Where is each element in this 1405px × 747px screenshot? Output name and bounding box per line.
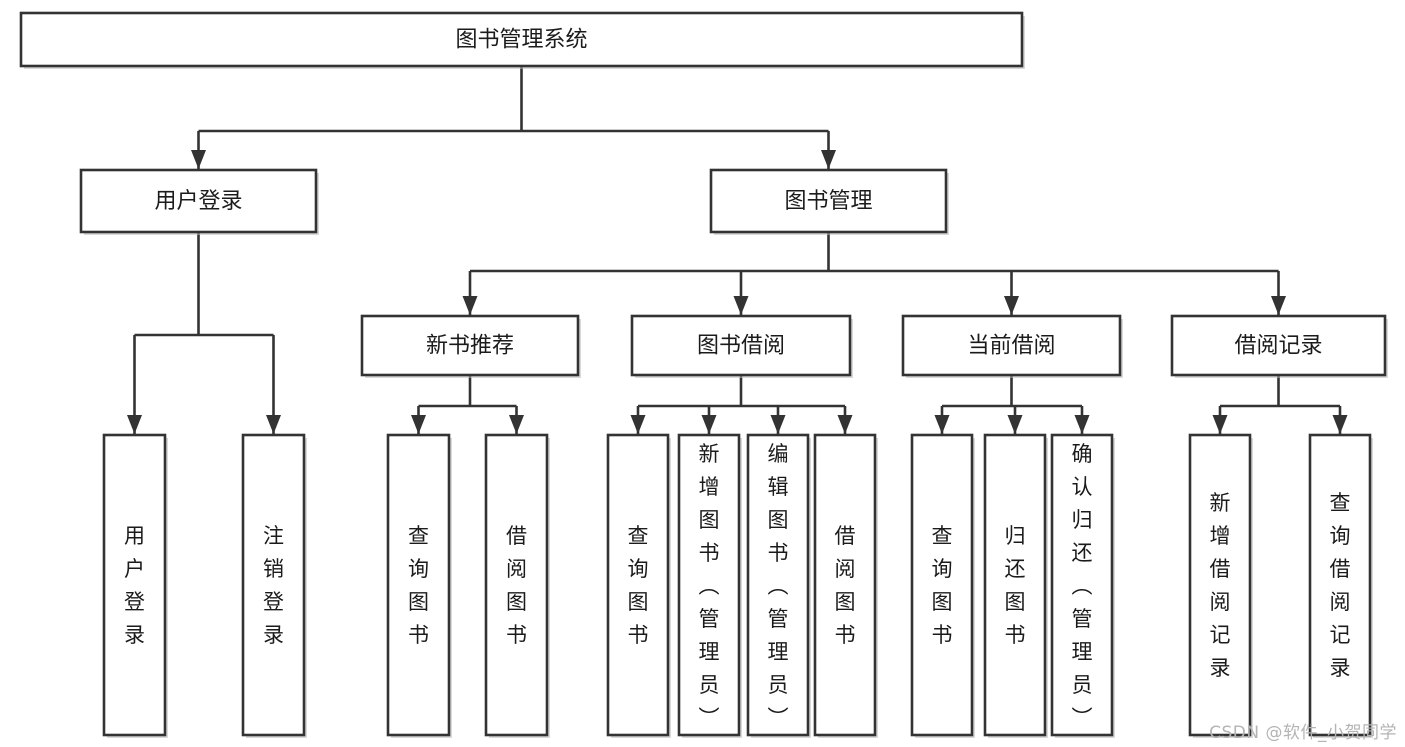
- node-box[interactable]: [709, 168, 948, 234]
- node-l5[interactable]: 查询图书: [606, 433, 671, 738]
- node-box[interactable]: [1050, 433, 1114, 737]
- node-l11[interactable]: 确认归还︵管理员︶: [1050, 433, 1115, 738]
- arrow-head: [1074, 415, 1090, 434]
- arrow-head: [509, 415, 524, 434]
- node-label: 查询借阅记录: [1330, 491, 1351, 680]
- connector-layer: [127, 66, 1348, 434]
- arrow-head: [733, 296, 749, 315]
- node-label: 当前借阅: [967, 334, 1055, 359]
- node-label: 图书管理: [784, 189, 872, 214]
- node-box[interactable]: [746, 433, 810, 737]
- arrow-head: [1212, 415, 1228, 434]
- node-box[interactable]: [630, 314, 852, 377]
- arrow-head: [770, 415, 786, 434]
- node-label: 借阅记录: [1234, 334, 1322, 359]
- node-l6[interactable]: 新增图书︵管理员︶: [677, 433, 742, 738]
- csdn-watermark: CSDN @软件_小贺同学: [1209, 723, 1397, 743]
- arrow-head: [1271, 296, 1286, 315]
- arrow-head: [837, 415, 853, 434]
- node-newbook[interactable]: 新书推荐: [360, 314, 581, 378]
- node-record[interactable]: 借阅记录: [1170, 314, 1388, 378]
- arrow-head: [1332, 415, 1348, 434]
- node-label: 归还图书: [1005, 524, 1026, 647]
- arrow-head: [266, 415, 281, 434]
- node-box[interactable]: [983, 433, 1047, 737]
- node-label: 图书借阅: [697, 334, 785, 359]
- node-box[interactable]: [79, 168, 318, 234]
- arrow-head: [701, 415, 717, 434]
- node-label: 新书推荐: [426, 334, 514, 359]
- node-l8[interactable]: 借阅图书: [813, 433, 878, 738]
- node-box[interactable]: [19, 11, 1024, 68]
- node-label: 图书管理系统: [455, 28, 587, 53]
- node-label: 借阅图书: [506, 524, 527, 647]
- node-label: 编辑图书︵管理员︶: [768, 442, 789, 730]
- arrow-head: [1007, 415, 1023, 434]
- node-box[interactable]: [102, 433, 167, 737]
- arrow-head: [191, 150, 206, 169]
- node-box[interactable]: [1308, 433, 1372, 737]
- node-l12[interactable]: 新增借阅记录: [1188, 433, 1253, 738]
- node-l13[interactable]: 查询借阅记录: [1308, 433, 1373, 738]
- node-login[interactable]: 用户登录: [79, 168, 319, 235]
- node-l4[interactable]: 借阅图书: [484, 433, 550, 738]
- node-borrow[interactable]: 图书借阅: [630, 314, 853, 378]
- node-box[interactable]: [1170, 314, 1387, 377]
- node-label: 注销登录: [263, 524, 284, 647]
- node-label: 借阅图书: [835, 524, 856, 647]
- arrow-head: [127, 415, 142, 434]
- node-box[interactable]: [386, 433, 451, 737]
- node-box[interactable]: [360, 314, 580, 377]
- node-root[interactable]: 图书管理系统: [19, 11, 1025, 69]
- node-l1[interactable]: 用户登录: [102, 433, 168, 738]
- node-label: 查询图书: [628, 524, 649, 647]
- node-box[interactable]: [241, 433, 306, 737]
- node-label: 查询图书: [932, 524, 953, 647]
- arrow-head: [934, 415, 950, 434]
- node-label: 新增借阅记录: [1210, 491, 1231, 680]
- node-l2[interactable]: 注销登录: [241, 433, 307, 738]
- node-box[interactable]: [813, 433, 877, 737]
- node-label: 用户登录: [124, 524, 145, 647]
- node-bookmgmt[interactable]: 图书管理: [709, 168, 949, 235]
- arrow-head: [630, 415, 646, 434]
- node-box[interactable]: [901, 314, 1122, 377]
- node-label: 查询图书: [408, 524, 429, 647]
- node-box[interactable]: [910, 433, 974, 737]
- node-l10[interactable]: 归还图书: [983, 433, 1048, 738]
- node-label: 新增图书︵管理员︶: [699, 442, 720, 730]
- node-current[interactable]: 当前借阅: [901, 314, 1123, 378]
- node-box[interactable]: [606, 433, 670, 737]
- node-box[interactable]: [1188, 433, 1252, 737]
- arrow-head: [462, 296, 478, 315]
- node-box[interactable]: [677, 433, 741, 737]
- arrow-head: [821, 150, 836, 169]
- node-l3[interactable]: 查询图书: [386, 433, 452, 738]
- arrow-head: [1004, 296, 1019, 315]
- node-l7[interactable]: 编辑图书︵管理员︶: [746, 433, 811, 738]
- node-label: 确认归还︵管理员︶: [1072, 442, 1093, 730]
- node-layer: 图书管理系统用户登录图书管理新书推荐图书借阅当前借阅借阅记录用户登录注销登录查询…: [19, 11, 1388, 738]
- node-label: 用户登录: [154, 189, 242, 214]
- arrow-head: [411, 415, 426, 434]
- node-box[interactable]: [484, 433, 549, 737]
- node-l9[interactable]: 查询图书: [910, 433, 975, 738]
